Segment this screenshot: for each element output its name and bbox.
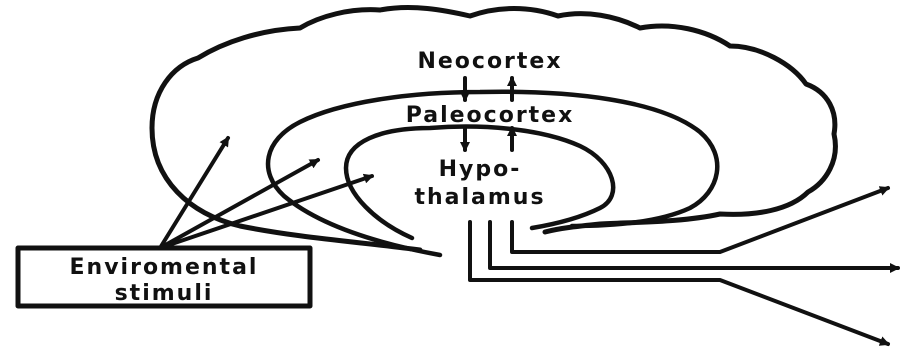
label-neocortex: Neocortex — [417, 49, 562, 74]
label-hypothalamus-line2: thalamus — [414, 185, 545, 210]
label-paleocortex: Paleocortex — [406, 103, 575, 128]
label-env-line1: Enviromental — [70, 255, 259, 280]
hypothalamus-outline — [346, 127, 613, 238]
label-hypothalamus-line1: Hypo- — [439, 157, 522, 182]
arrow-stimuli-to-neocortex — [160, 138, 228, 248]
output-path-lower — [470, 222, 888, 344]
label-env-line2: stimuli — [115, 281, 214, 306]
